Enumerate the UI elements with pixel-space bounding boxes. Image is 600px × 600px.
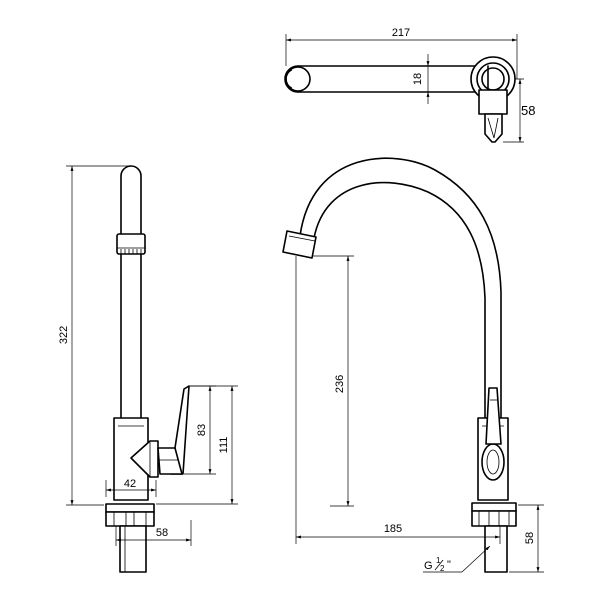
thread-label: G 1 2 " bbox=[424, 556, 451, 573]
dim-total-height: 322 bbox=[58, 326, 70, 344]
front-view bbox=[282, 157, 544, 573]
dim-top-depth: 58 bbox=[521, 103, 535, 118]
top-view bbox=[284, 34, 524, 143]
thread-inch-mark: " bbox=[447, 559, 451, 571]
dim-top-pipe-diameter: 18 bbox=[412, 73, 424, 85]
dim-spout-reach: 185 bbox=[384, 523, 402, 535]
dim-body-width: 42 bbox=[124, 478, 136, 490]
thread-fraction-denominator: 2 bbox=[440, 564, 445, 573]
dim-base-width: 58 bbox=[156, 527, 168, 539]
side-view bbox=[66, 165, 238, 573]
dim-spout-clearance: 236 bbox=[334, 375, 346, 393]
dim-top-width: 217 bbox=[392, 27, 410, 39]
dim-body-height: 111 bbox=[218, 437, 230, 454]
thread-letter: G bbox=[424, 560, 433, 572]
thread-fraction-numerator: 1 bbox=[436, 556, 441, 565]
dim-base-height: 58 bbox=[524, 532, 536, 544]
dim-handle-height: 83 bbox=[196, 424, 208, 436]
